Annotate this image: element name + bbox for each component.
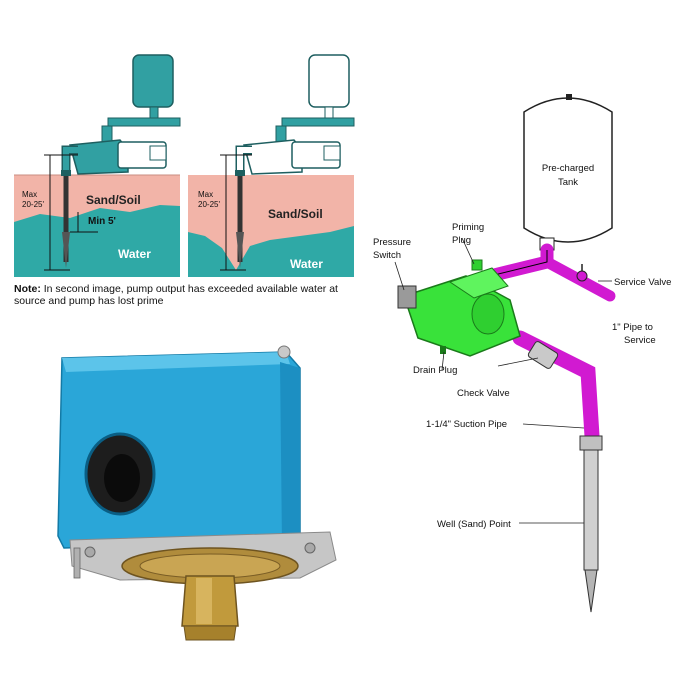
sand-soil-label: Sand/Soil (86, 193, 141, 207)
water-layer (14, 205, 180, 277)
service-valve-label: Service Valve (614, 277, 671, 288)
check-valve-label: Check Valve (457, 388, 510, 399)
water-layer (188, 226, 354, 277)
note-text: In second image, pump output has exceede… (14, 283, 338, 307)
well-system-diagram: Pre-charged Tank Priming Plug Pressure S… (373, 94, 671, 613)
pressure-switch-photo (57, 345, 337, 641)
pressure-tank (308, 54, 350, 108)
diagram-lost-prime-well: Max 20-25' Sand/Soil Water (188, 54, 355, 277)
pipe-to-service-label: 1" Pipe to (612, 322, 653, 333)
service-valve (576, 270, 588, 282)
water-label: Water (118, 247, 151, 261)
check-valve (527, 341, 559, 369)
well-screen (583, 449, 599, 571)
discharge-piping (481, 243, 616, 444)
priming-plug-label: Priming (452, 222, 484, 233)
drain-plug (440, 346, 446, 354)
note-caption: Note: In second image, pump output has e… (14, 283, 364, 307)
drain-plug-label: Drain Plug (413, 365, 457, 376)
priming-plug (471, 259, 483, 271)
top-screw (277, 345, 291, 359)
tank-label: Pre-charged (542, 163, 594, 174)
priming-plug-label-2: Plug (452, 235, 471, 246)
min-depth-label: Min 5' (88, 216, 116, 227)
max-label: Max (198, 190, 213, 199)
max-label: Max (22, 190, 37, 199)
depth-range-label: 20-25' (198, 200, 220, 209)
depth-range-label: 20-25' (22, 200, 44, 209)
pressure-switch (397, 285, 417, 309)
leader-lines (394, 237, 612, 524)
pressure-switch-label-2: Switch (373, 250, 401, 261)
well-point (236, 232, 244, 268)
pipe-to-service-label-2: Service (624, 335, 656, 346)
pressure-switch-label: Pressure (373, 237, 411, 248)
well-point (62, 232, 70, 268)
diagram-normal-well: Max 20-25' Sand/Soil Min 5' Water (14, 54, 181, 277)
sand-soil-label: Sand/Soil (268, 207, 323, 221)
mounting-screw (73, 547, 81, 579)
tank-label-2: Tank (558, 177, 578, 188)
well-sand-point (584, 569, 598, 613)
water-label: Water (290, 257, 323, 271)
suction-pipe-label: 1-1/4" Suction Pipe (426, 419, 507, 430)
well-point-label: Well (Sand) Point (437, 519, 511, 530)
pressure-tank (132, 54, 174, 108)
note-prefix: Note: (14, 283, 41, 295)
